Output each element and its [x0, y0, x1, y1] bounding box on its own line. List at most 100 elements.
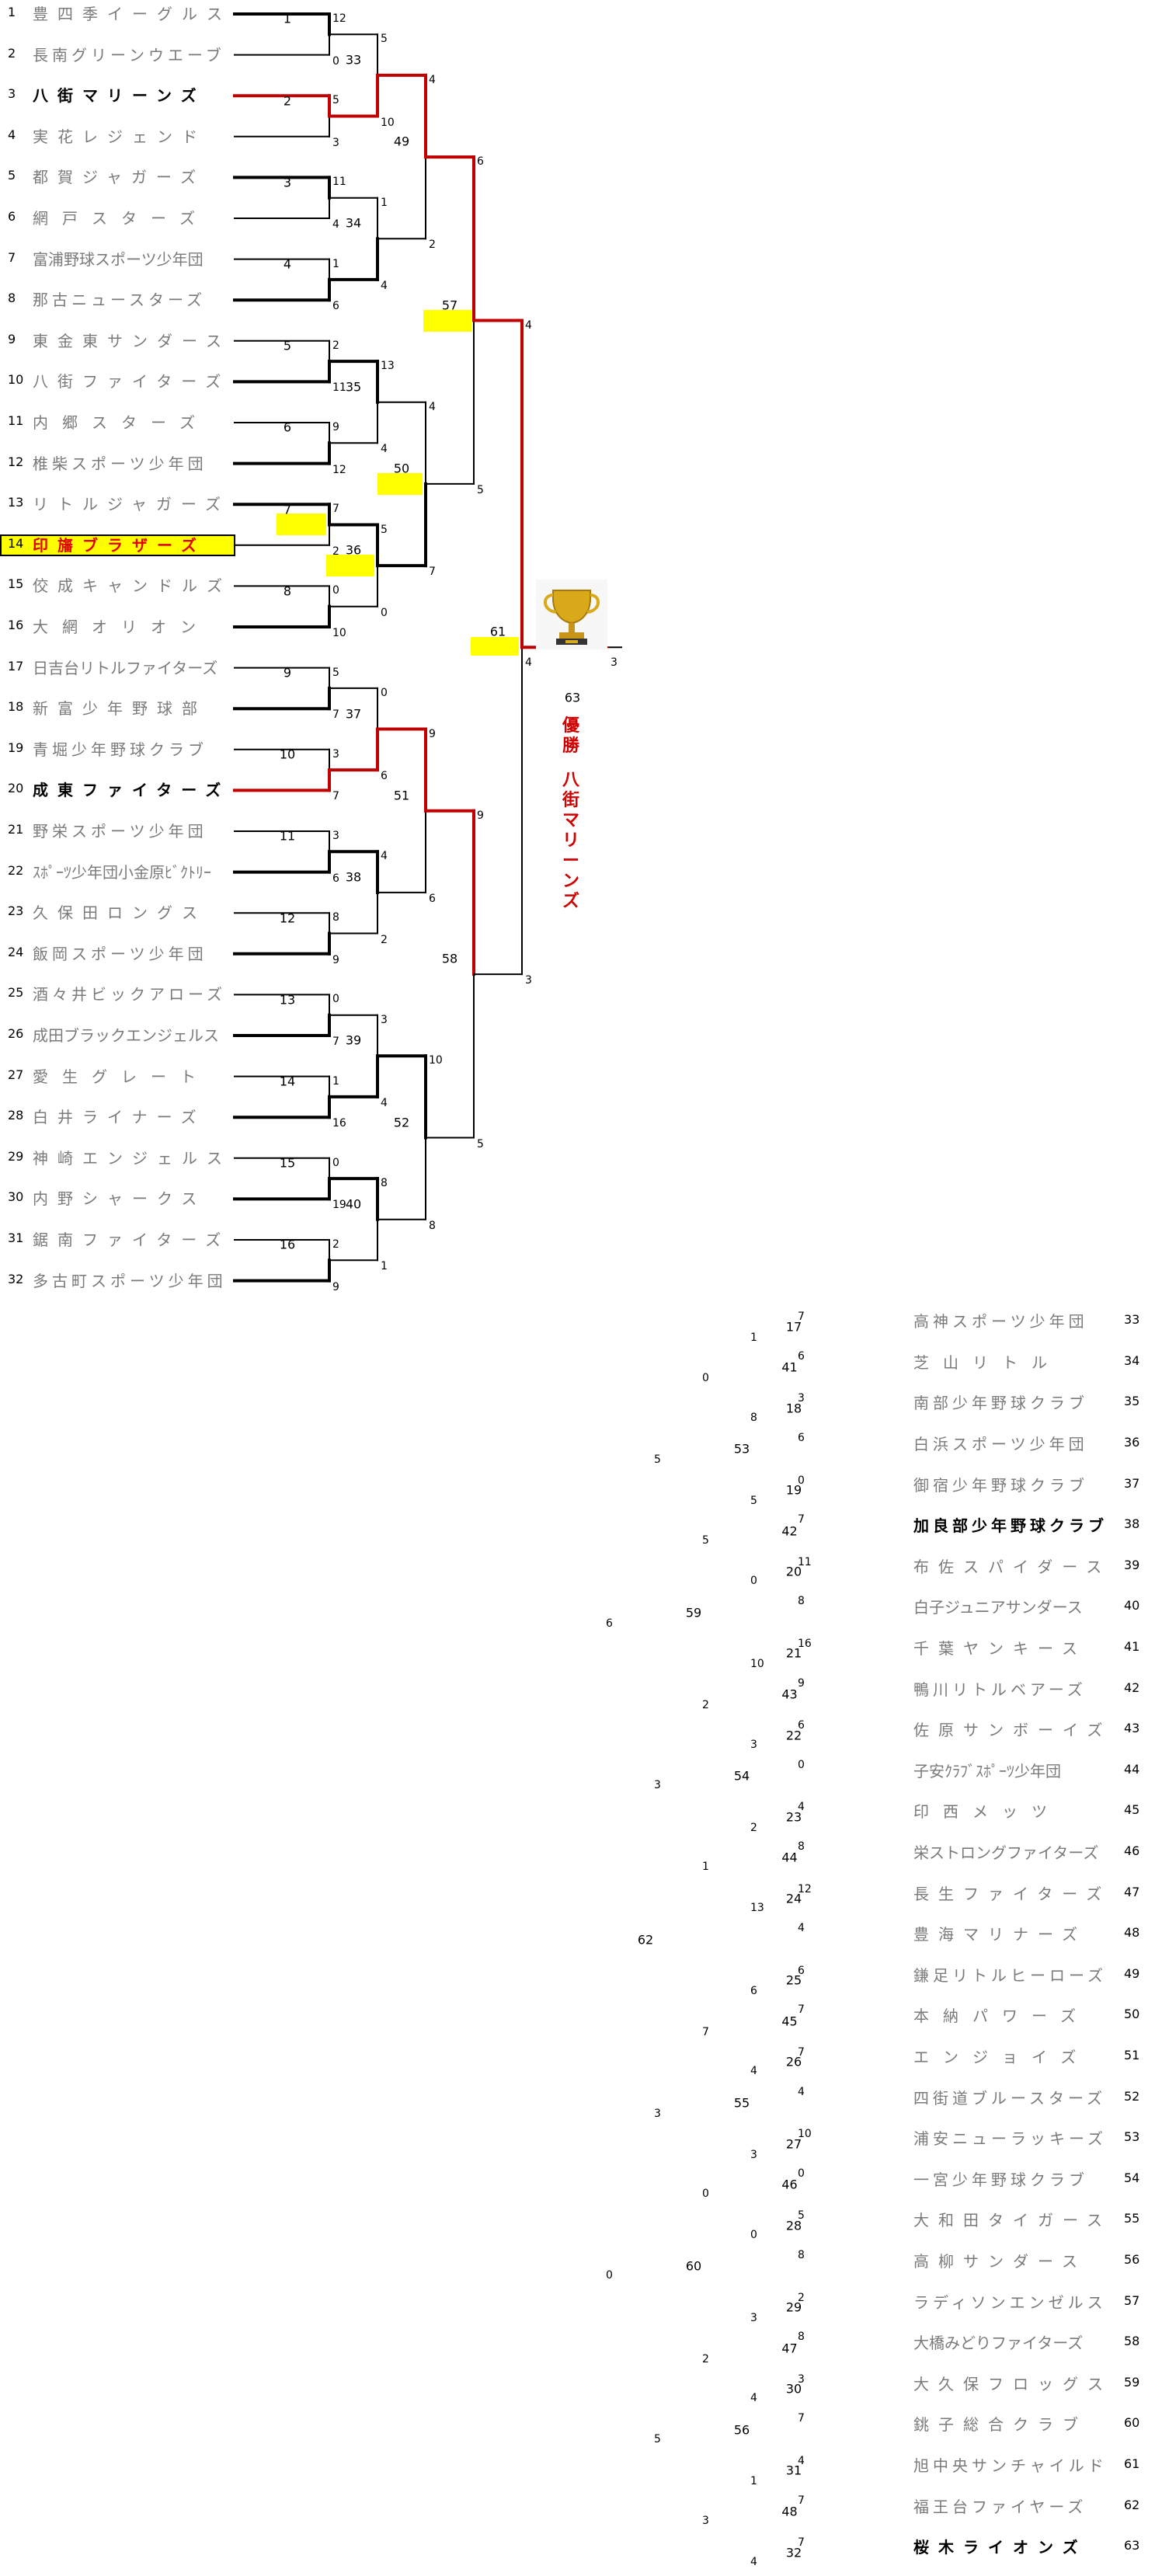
- match-number: 3: [284, 175, 291, 190]
- score: 4: [798, 1922, 805, 1934]
- team-name: 福王台ファイヤーズ: [913, 2498, 1108, 2516]
- match-number: 62: [638, 1932, 653, 1947]
- score: 2: [429, 238, 436, 251]
- team-name: 愛生グレート: [33, 1067, 227, 1086]
- team-number: 35: [1124, 1394, 1139, 1409]
- team-name: 八街マリーンズ: [33, 86, 227, 105]
- team-name: 御宿少年野球クラブ: [913, 1476, 1108, 1495]
- score: 9: [332, 1281, 339, 1293]
- team-name: 白浜スポーツ少年団: [913, 1435, 1108, 1453]
- team-name: 椎柴スポーツ少年団: [33, 454, 227, 473]
- score: 5: [332, 94, 339, 106]
- score: 8: [798, 2331, 805, 2343]
- team-number: 19: [8, 740, 23, 756]
- match-highlight: [326, 555, 374, 576]
- match-number: 57: [442, 298, 457, 312]
- score: 3: [654, 1779, 661, 1791]
- team-name: 鎌足リトルヒーローズ: [913, 1966, 1108, 1985]
- team-name: 布佐スパイダース: [913, 1558, 1108, 1576]
- score: 0: [381, 687, 388, 699]
- team-number: 12: [8, 454, 23, 470]
- score: 5: [381, 524, 388, 536]
- trophy-icon: [536, 580, 607, 649]
- team-name: 長生ファイターズ: [913, 1885, 1108, 1903]
- score: 11: [332, 381, 346, 394]
- score: 6: [477, 155, 484, 168]
- match-number: 58: [442, 952, 457, 966]
- score: 9: [798, 1677, 805, 1690]
- team-number: 43: [1124, 1721, 1139, 1736]
- team-name: 大橋みどりファイターズ: [913, 2334, 1108, 2352]
- team-name: 桜木ライオンズ: [913, 2538, 1108, 2557]
- match-number: 4: [284, 256, 291, 271]
- match-number: 20: [786, 1565, 802, 1579]
- score: 2: [702, 1699, 709, 1711]
- team-name: 印西メッツ: [913, 1802, 1108, 1821]
- score: 4: [429, 401, 436, 413]
- score: 19: [332, 1199, 346, 1211]
- team-number: 27: [8, 1067, 23, 1083]
- team-number: 17: [8, 659, 23, 674]
- score: 4: [429, 74, 436, 86]
- team-number: 15: [8, 576, 23, 592]
- score: 6: [381, 770, 388, 782]
- score: 0: [702, 2188, 709, 2200]
- team-name: 久保田ロングス: [33, 903, 227, 922]
- score: 13: [381, 360, 395, 372]
- score: 7: [702, 2026, 709, 2038]
- score: 2: [381, 934, 388, 946]
- score: 1: [750, 2475, 757, 2487]
- score: 8: [798, 1595, 805, 1607]
- score: 1: [381, 197, 388, 209]
- champion-title: 優勝: [562, 716, 579, 757]
- team-number: 62: [1124, 2498, 1139, 2513]
- score: 11: [332, 176, 346, 188]
- match-number: 50: [394, 461, 409, 475]
- team-number: 36: [1124, 1435, 1139, 1450]
- team-name: 東金東サンダース: [33, 332, 227, 350]
- match-number: 10: [280, 747, 295, 762]
- team-name: エンジョイズ: [913, 2048, 1108, 2066]
- score: 4: [798, 2086, 805, 2098]
- team-name: 長南グリーンウエーブ: [33, 46, 227, 64]
- score: 4: [750, 2556, 757, 2568]
- team-number: 4: [8, 127, 16, 143]
- match-number: 40: [346, 1196, 361, 1211]
- match-number: 35: [346, 379, 361, 394]
- match-highlight: [423, 310, 471, 332]
- score: 3: [611, 656, 618, 669]
- score: 4: [381, 280, 388, 292]
- score: 8: [798, 1840, 805, 1853]
- team-number: 31: [8, 1231, 23, 1246]
- team-name: 四街道ブルースターズ: [913, 2089, 1108, 2108]
- score: 0: [332, 584, 339, 597]
- match-number: 6: [284, 420, 291, 435]
- team-number: 23: [8, 903, 23, 919]
- team-number: 46: [1124, 1843, 1139, 1859]
- team-name: 千葉ヤンキース: [913, 1639, 1108, 1658]
- team-number: 32: [8, 1272, 23, 1287]
- score: 5: [702, 1534, 709, 1547]
- match-number: 37: [346, 706, 361, 721]
- match-number: 15: [280, 1156, 295, 1171]
- team-number: 53: [1124, 2129, 1139, 2145]
- match-number: 28: [786, 2218, 802, 2233]
- team-name: 旭中央サンチャイルド: [913, 2456, 1108, 2475]
- team-number: 44: [1124, 1762, 1139, 1777]
- match-number: 2: [284, 93, 291, 108]
- score: 0: [606, 2269, 613, 2282]
- score: 4: [525, 319, 532, 332]
- match-number: 27: [786, 2136, 802, 2151]
- score: 10: [750, 1658, 764, 1670]
- match-number: 39: [346, 1033, 361, 1048]
- team-name: 南部少年野球クラブ: [913, 1394, 1108, 1412]
- score: 3: [332, 748, 339, 761]
- match-number: 19: [786, 1482, 802, 1497]
- score: 5: [477, 484, 484, 496]
- team-name: 銚子総合クラブ: [913, 2415, 1108, 2434]
- match-number: 12: [280, 910, 295, 925]
- match-number: 23: [786, 1809, 802, 1824]
- match-number: 48: [781, 2504, 797, 2519]
- team-number: 5: [8, 168, 16, 183]
- team-name: 新富少年野球部: [33, 699, 227, 718]
